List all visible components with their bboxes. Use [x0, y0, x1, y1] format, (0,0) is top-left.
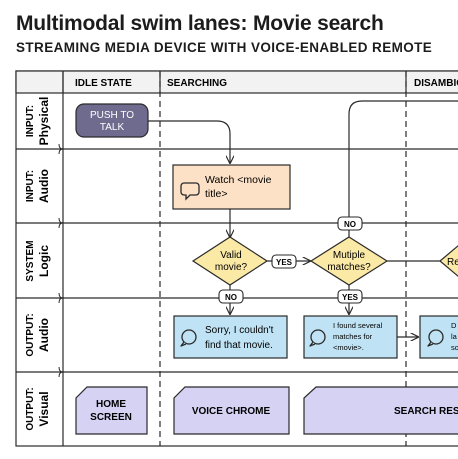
found-several-line3: <movie>.	[333, 343, 364, 352]
lane-kind-label: INPUT:	[25, 170, 36, 202]
edge-label-no-text: NO	[225, 293, 237, 302]
found-several-line1: I found several	[333, 321, 383, 330]
multiple-matches-line1: Mutiple	[333, 250, 366, 261]
partial-audio-line3: so	[451, 343, 458, 352]
home-screen-line2: SCREEN	[90, 412, 132, 423]
watch-movie-line1: Watch <movie	[205, 174, 272, 186]
valid-movie-line2: movie?	[215, 262, 248, 273]
partial-decision-label: Re	[447, 257, 458, 268]
lane-name-label: Audio	[37, 318, 51, 352]
sorry-line1: Sorry, I couldn't	[205, 325, 274, 336]
column-header-row	[15, 70, 458, 94]
found-several-line2: matches for	[333, 332, 373, 341]
partial-audio-node: D la so	[419, 315, 458, 359]
partial-audio-line1: D	[451, 321, 457, 330]
voice-chrome-label: VOICE CHROME	[192, 406, 271, 417]
column-header-disambiguation: DISAMBIGUATION	[414, 78, 458, 89]
watch-movie-node: Watch <movie title>	[172, 164, 291, 210]
found-several-audio-node: I found several matches for <movie>.	[303, 315, 398, 359]
multiple-matches-line2: matches?	[327, 262, 371, 273]
lane-name-label: Physical	[37, 97, 51, 146]
lane-name-label: Visual	[37, 391, 51, 426]
edge-label-no-text: NO	[344, 220, 356, 229]
edge-label-yes-text: YES	[342, 293, 359, 302]
edge-label-yes-text: YES	[276, 258, 293, 267]
page-subtitle: STREAMING MEDIA DEVICE WITH VOICE-ENABLE…	[16, 40, 433, 55]
lane-kind-label: OUTPUT:	[25, 387, 36, 430]
search-results-label: SEARCH RESULTS	[394, 406, 458, 417]
edge-label-no: NO	[337, 216, 363, 231]
column-header-idle: IDLE STATE	[75, 78, 132, 89]
valid-movie-line1: Valid	[220, 250, 242, 261]
sorry-line2: find that movie.	[205, 340, 273, 351]
search-results-node: SEARCH RESULTS	[303, 386, 458, 435]
page-title: Multimodal swim lanes: Movie search	[16, 12, 384, 35]
partial-audio-line2: la	[451, 332, 458, 341]
lane-kind-label: SYSTEM	[25, 240, 36, 281]
voice-chrome-node: VOICE CHROME	[173, 386, 290, 435]
edge-label-yes: YES	[271, 254, 297, 269]
multiple-matches-decision: Mutiple matches?	[309, 236, 389, 286]
lane-name-label: Audio	[37, 169, 51, 203]
home-screen-line1: HOME	[96, 399, 126, 410]
watch-movie-line2: title>	[205, 188, 227, 200]
column-header-searching: SEARCHING	[167, 78, 227, 89]
valid-movie-decision: Valid movie?	[191, 236, 269, 286]
edge-label-no: NO	[218, 289, 244, 304]
edge-label-yes: YES	[337, 289, 363, 304]
lane-kind-label: OUTPUT:	[25, 313, 36, 356]
push-to-talk-line2: TALK	[100, 122, 125, 133]
sorry-audio-node: Sorry, I couldn't find that movie.	[173, 315, 288, 359]
push-to-talk-line1: PUSH TO	[90, 110, 134, 121]
lane-kind-label: INPUT:	[25, 105, 36, 137]
partial-decision-node: Re	[439, 245, 458, 277]
connector	[148, 120, 230, 163]
push-to-talk-node: PUSH TO TALK	[75, 103, 149, 138]
connector	[348, 100, 458, 237]
lane-name-label: Logic	[37, 245, 51, 277]
home-screen-node: HOME SCREEN	[75, 386, 148, 435]
